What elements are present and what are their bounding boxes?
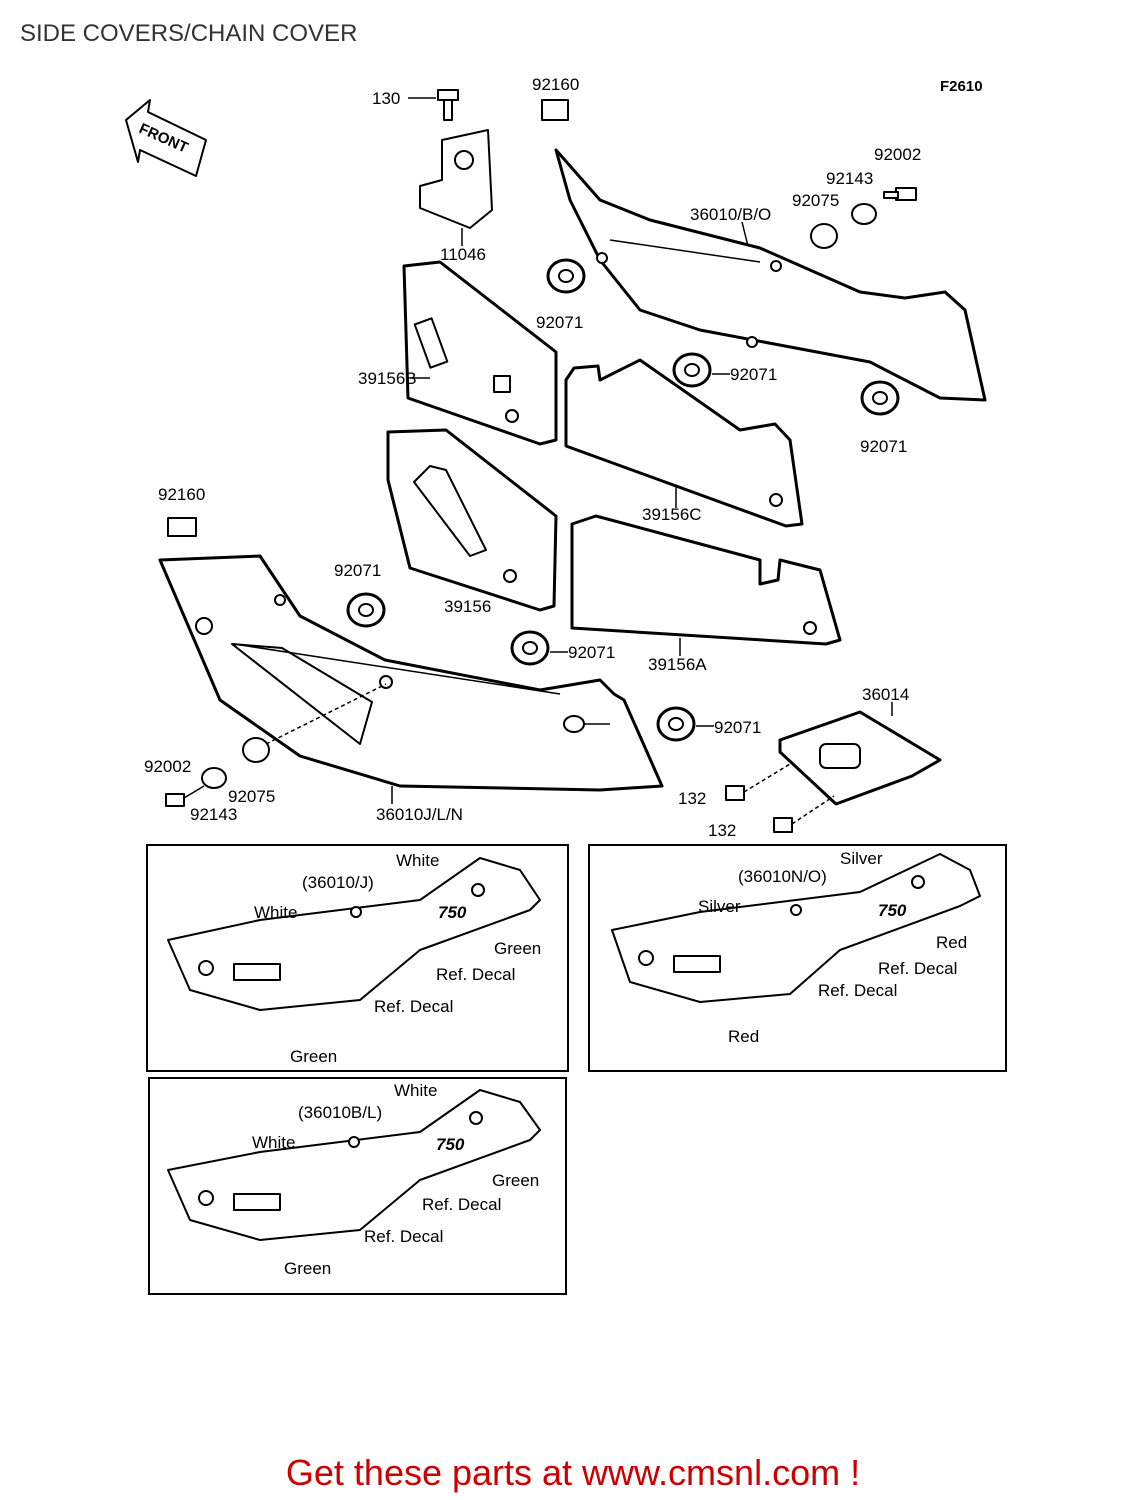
label-11046: 11046 <box>440 245 486 264</box>
side-cover-36010-jln <box>158 554 664 792</box>
variant-1-label-green-bottom: Green <box>290 1047 337 1066</box>
variant-3-label-decal-a: Ref. Decal <box>422 1195 501 1214</box>
label-92075-bottom: 92075 <box>228 787 275 806</box>
variant-3-model: (36010B/L) <box>298 1103 382 1122</box>
variant-1-label-white-top: White <box>396 851 439 870</box>
label-39156c: 39156C <box>642 505 702 524</box>
bolt-92002-top <box>883 187 917 201</box>
bolt-92002-bottom <box>165 785 205 807</box>
front-arrow-icon: FRONT <box>125 99 207 177</box>
pad-39156a <box>570 514 842 646</box>
washer-92143-top <box>851 203 877 225</box>
variant-1-label-white-left: White <box>254 903 297 922</box>
label-92075-top: 92075 <box>792 191 839 210</box>
label-132-b: 132 <box>708 821 736 840</box>
variant-1-label-decal-b: Ref. Decal <box>374 997 453 1016</box>
clip-92160-top <box>541 99 569 121</box>
variant-3-label-white-left: White <box>252 1133 295 1152</box>
pad-39156b <box>402 260 558 446</box>
footer-promo-link[interactable]: Get these parts at www.cmsnl.com ! <box>285 1452 861 1493</box>
variant-2-label-silver-top: Silver <box>840 849 883 868</box>
grommet-92075-top <box>810 223 838 249</box>
pad-39156 <box>386 428 558 612</box>
variant-box-2: 750 (36010N/O) Silver Silver Red Ref. De… <box>588 844 1007 1072</box>
label-36010-jln: 36010J/L/N <box>376 805 463 824</box>
emblem-750-b: 750 <box>878 901 907 920</box>
variant-3-label-white-top: White <box>394 1081 437 1100</box>
grommet-92071-d <box>346 592 386 628</box>
grommet-92071-c <box>860 380 900 416</box>
emblem-750-c: 750 <box>436 1135 465 1154</box>
label-92071-f: 92071 <box>714 718 761 737</box>
variant-2-label-red-right: Red <box>936 933 967 952</box>
clip-92160-left <box>167 517 197 537</box>
variant-1-label-decal-a: Ref. Decal <box>436 965 515 984</box>
variant-2-label-red-bottom: Red <box>728 1027 759 1046</box>
label-92002-top: 92002 <box>874 145 921 164</box>
label-39156a: 39156A <box>648 655 707 674</box>
variant-2-model: (36010N/O) <box>738 867 827 886</box>
label-92160-top: 92160 <box>532 75 579 94</box>
variant-box-1: 750 (36010/J) White White Green Ref. Dec… <box>146 844 569 1072</box>
grommet-92071-b <box>672 352 712 388</box>
label-92071-b: 92071 <box>730 365 777 384</box>
label-132-a: 132 <box>678 789 706 808</box>
label-39156: 39156 <box>444 597 491 616</box>
bracket-11046 <box>419 129 493 229</box>
variant-1-model: (36010/J) <box>302 873 374 892</box>
variant-3-label-decal-b: Ref. Decal <box>364 1227 443 1246</box>
variant-1-label-green-right: Green <box>494 939 541 958</box>
bolt-130 <box>437 89 459 121</box>
label-130: 130 <box>372 89 400 108</box>
side-cover-36010-bo <box>554 148 987 402</box>
grommet-92075-bottom <box>242 683 387 763</box>
bolt-132-a <box>725 763 791 801</box>
pad-39156c <box>564 358 804 528</box>
variant-2-label-silver-left: Silver <box>698 897 741 916</box>
grommet-92071-a <box>546 258 586 294</box>
label-36014: 36014 <box>862 685 909 704</box>
grommet-92071-e <box>510 630 550 666</box>
label-39156b: 39156B <box>358 369 417 388</box>
grommet-92071-f <box>656 706 696 742</box>
emblem-750-a: 750 <box>438 903 467 922</box>
page-title: SIDE COVERS/CHAIN COVER <box>20 20 358 47</box>
label-92002-bottom: 92002 <box>144 757 191 776</box>
variant-3-label-green-right: Green <box>492 1171 539 1190</box>
variant-box-3: 750 (36010B/L) White White Green Ref. De… <box>148 1077 567 1295</box>
label-92071-a: 92071 <box>536 313 583 332</box>
variant-3-label-green-bottom: Green <box>284 1259 331 1278</box>
label-36010-bo: 36010/B/O <box>690 205 771 224</box>
label-92143-bottom: 92143 <box>190 805 237 824</box>
chain-cover-36014 <box>778 710 942 806</box>
figure-code: F2610 <box>940 78 983 95</box>
bolt-132-b <box>773 795 835 833</box>
variant-2-label-decal-a: Ref. Decal <box>878 959 957 978</box>
variant-2-label-decal-b: Ref. Decal <box>818 981 897 1000</box>
washer-92143-bottom <box>201 767 227 789</box>
label-92071-c: 92071 <box>860 437 907 456</box>
nut-insert <box>563 715 585 733</box>
label-92071-e: 92071 <box>568 643 615 662</box>
label-92160-left: 92160 <box>158 485 205 504</box>
label-92071-d: 92071 <box>334 561 381 580</box>
label-92143-top: 92143 <box>826 169 873 188</box>
